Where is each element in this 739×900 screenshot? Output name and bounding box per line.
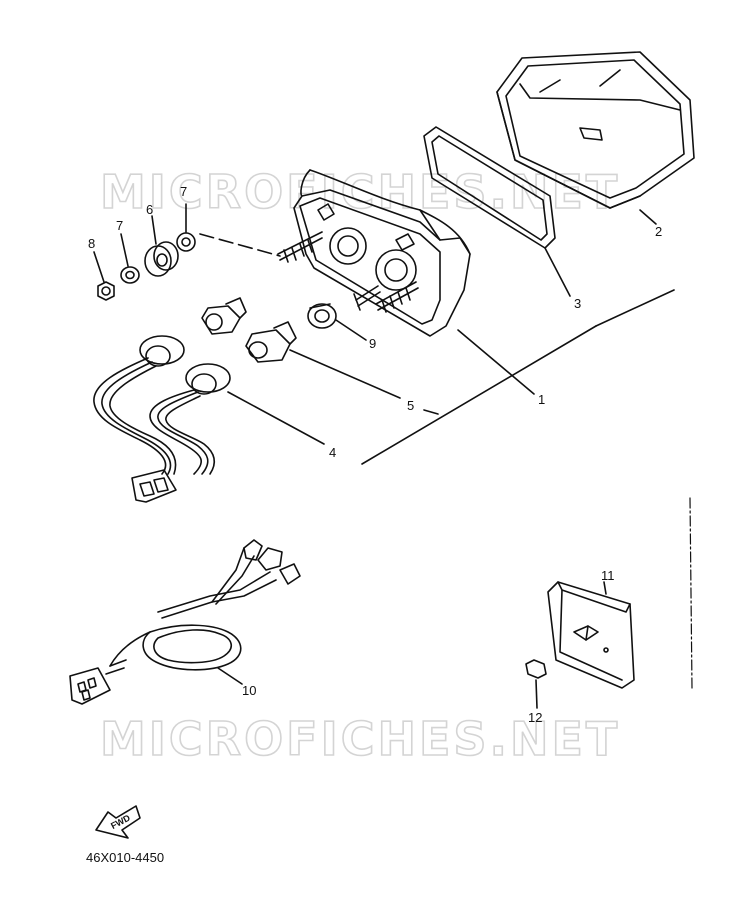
- label-part-4: 4: [329, 445, 336, 460]
- washer-7b-drawing: [120, 266, 140, 284]
- label-part-6: 6: [146, 202, 153, 217]
- fwd-arrow-icon: [95, 805, 141, 839]
- wire-harness-drawing: [69, 539, 301, 705]
- label-part-1: 1: [538, 392, 545, 407]
- washer-7a-drawing: [176, 232, 196, 252]
- socket-cord-drawing: [93, 335, 231, 503]
- license-light-drawing: [547, 581, 635, 689]
- gasket-drawing: [423, 126, 556, 249]
- watermark-bottom: MICROFICHES.NET: [100, 712, 620, 766]
- label-part-8: 8: [88, 236, 95, 251]
- label-part-7b: 7: [116, 218, 123, 233]
- taillight-housing-drawing: [277, 169, 471, 337]
- label-part-3: 3: [574, 296, 581, 311]
- label-part-5: 5: [407, 398, 414, 413]
- reference-code: 46X010-4450: [86, 850, 164, 865]
- nut-12-drawing: [525, 659, 547, 679]
- label-part-12: 12: [528, 710, 542, 725]
- bulb-lower-drawing: [245, 321, 297, 363]
- label-part-2: 2: [655, 224, 662, 239]
- nut-8-drawing: [97, 281, 115, 301]
- tail-lens-drawing: [496, 51, 695, 209]
- grommet-9-drawing: [307, 303, 337, 329]
- damper-6-drawing: [144, 241, 179, 277]
- bulb-upper-drawing: [201, 297, 247, 335]
- label-part-10: 10: [242, 683, 256, 698]
- label-part-9: 9: [369, 336, 376, 351]
- label-part-7a: 7: [180, 184, 187, 199]
- label-part-11: 11: [601, 568, 615, 583]
